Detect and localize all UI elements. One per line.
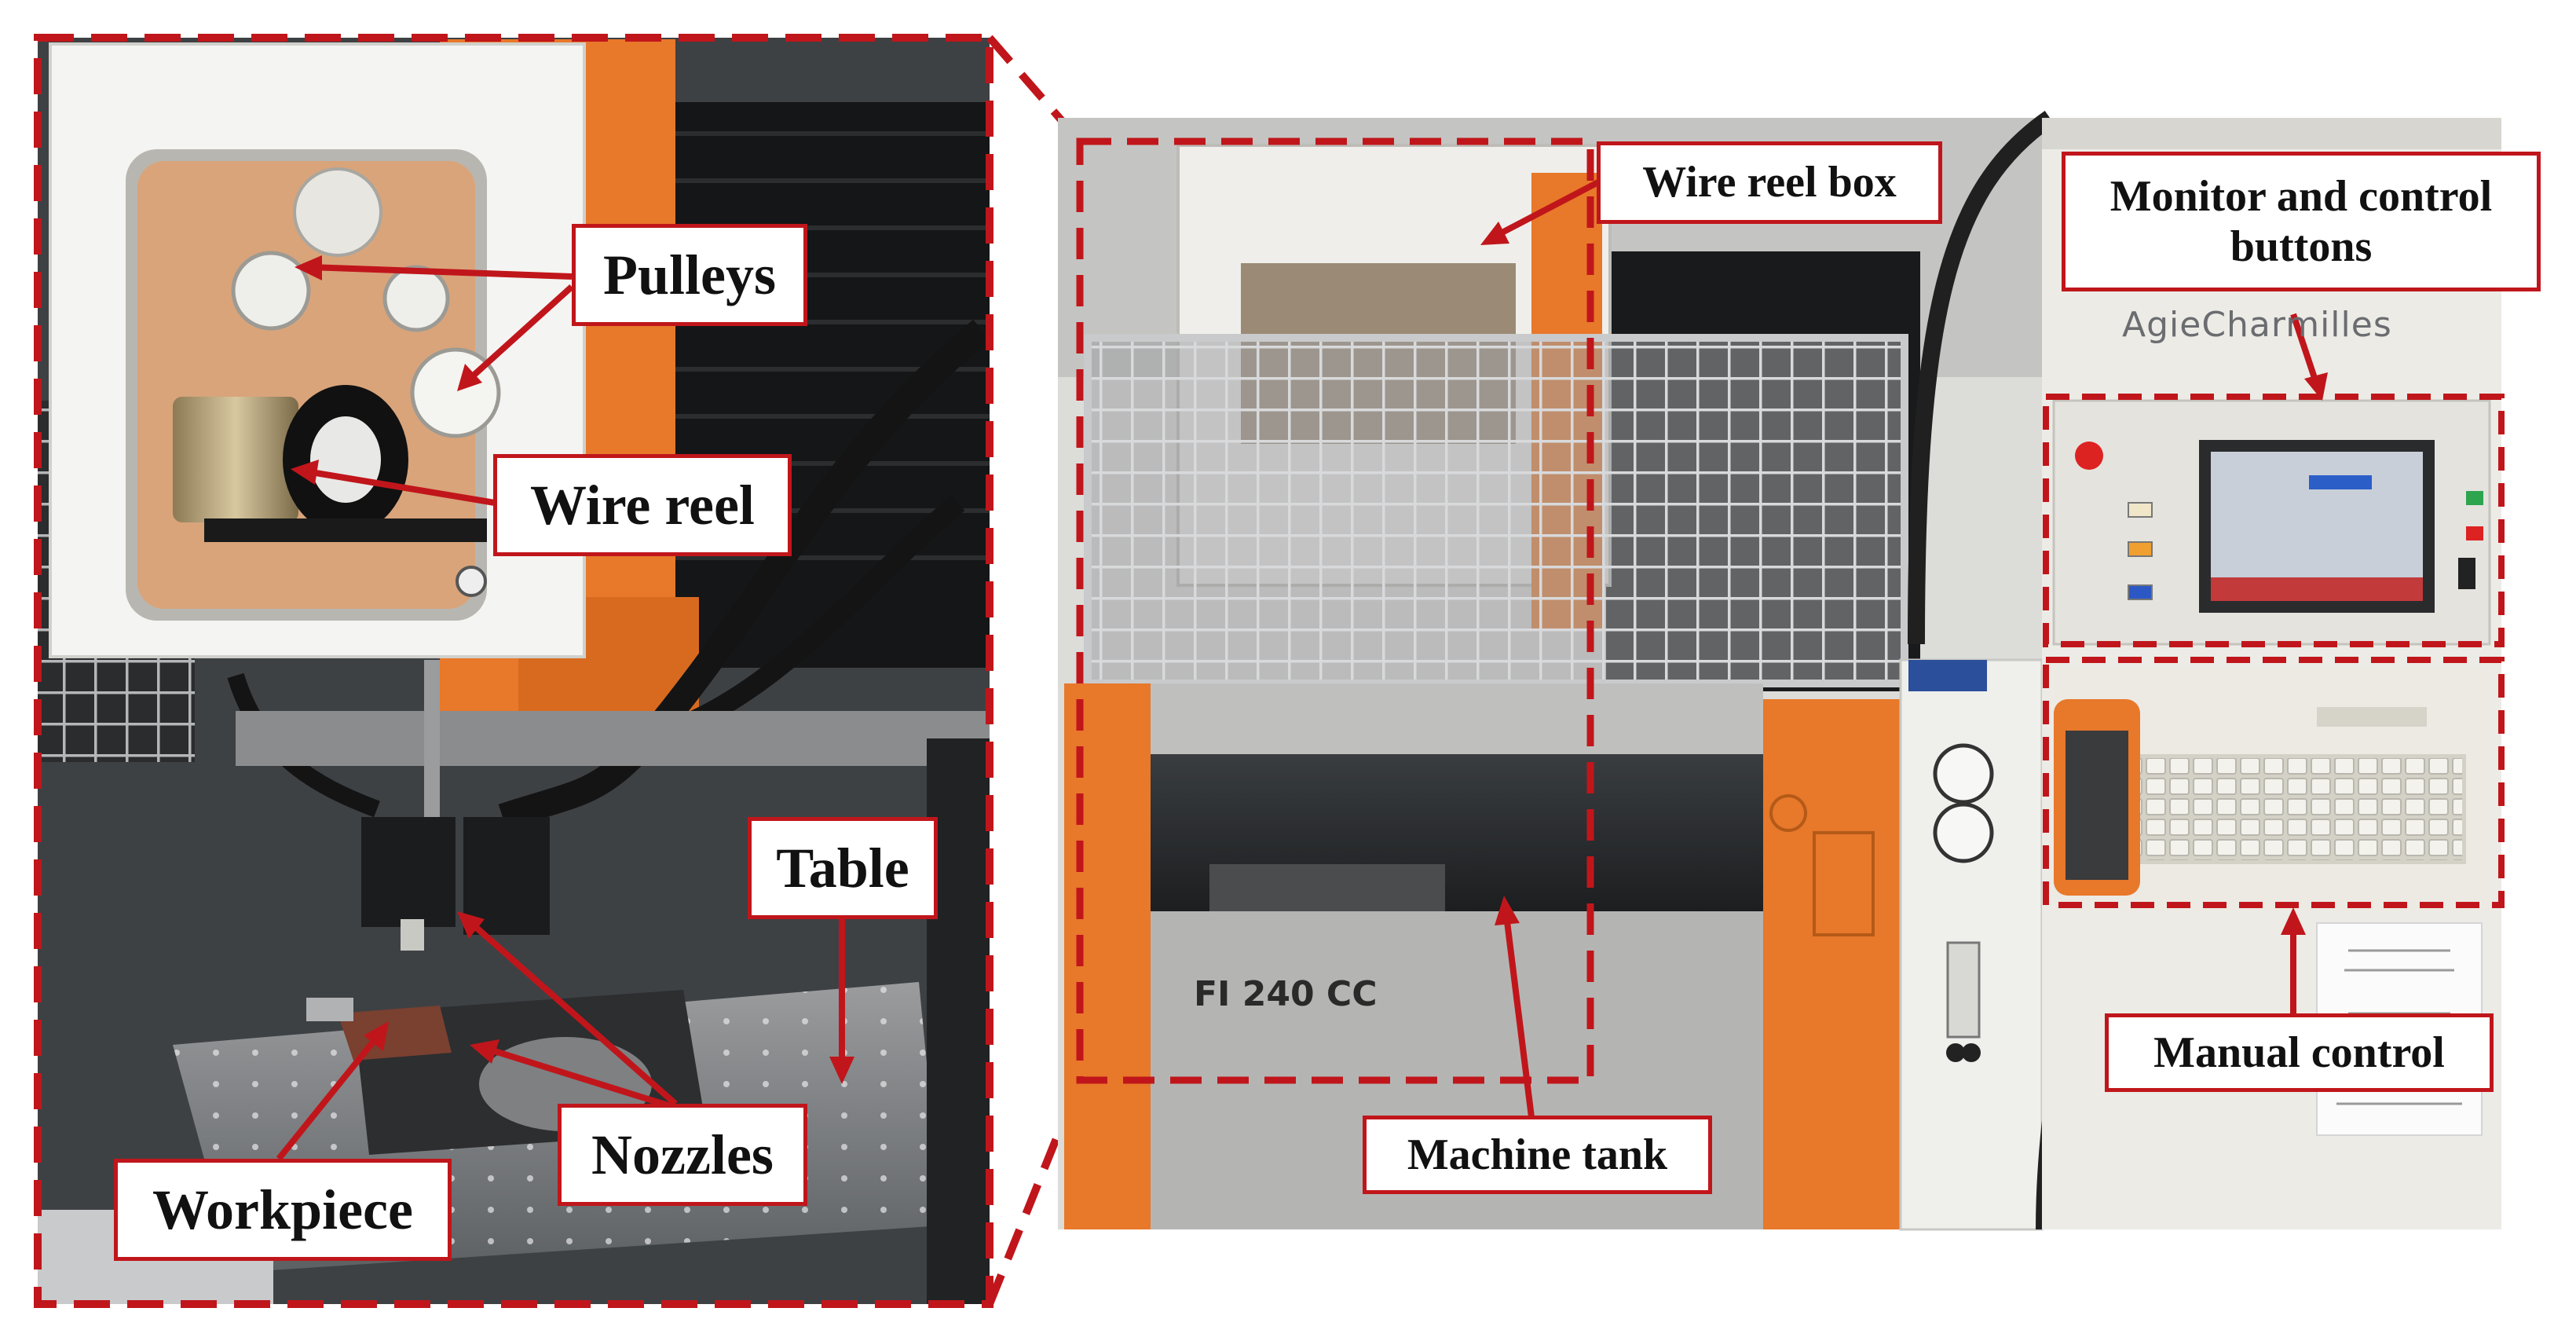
- inset-photo: [38, 38, 990, 1304]
- monitor-panel-highlight: [2043, 394, 2505, 647]
- label-nozzles: Nozzles: [558, 1104, 807, 1206]
- label-wire-reel: Wire reel: [493, 454, 792, 556]
- manual-control-highlight: [2043, 657, 2505, 908]
- label-monitor-line1: Monitor and control: [2109, 171, 2493, 221]
- label-table: Table: [748, 817, 938, 919]
- label-manual-control: Manual control: [2105, 1013, 2494, 1092]
- brand-marking: AgieCharmilles: [2122, 305, 2392, 345]
- label-wire-reel-box: Wire reel box: [1597, 141, 1942, 224]
- wire-reel-box-highlight: [1076, 137, 1594, 1084]
- label-workpiece: Workpiece: [114, 1159, 452, 1261]
- label-monitor-line2: buttons: [2230, 222, 2373, 271]
- inset-border: [34, 34, 993, 1308]
- label-pulleys: Pulleys: [572, 224, 807, 326]
- label-machine-tank: Machine tank: [1363, 1116, 1712, 1194]
- label-monitor-control: Monitor and control buttons: [2062, 152, 2541, 291]
- annotation-arrows: [276, 179, 2328, 1161]
- model-marking: FI 240 CC: [1194, 974, 1378, 1014]
